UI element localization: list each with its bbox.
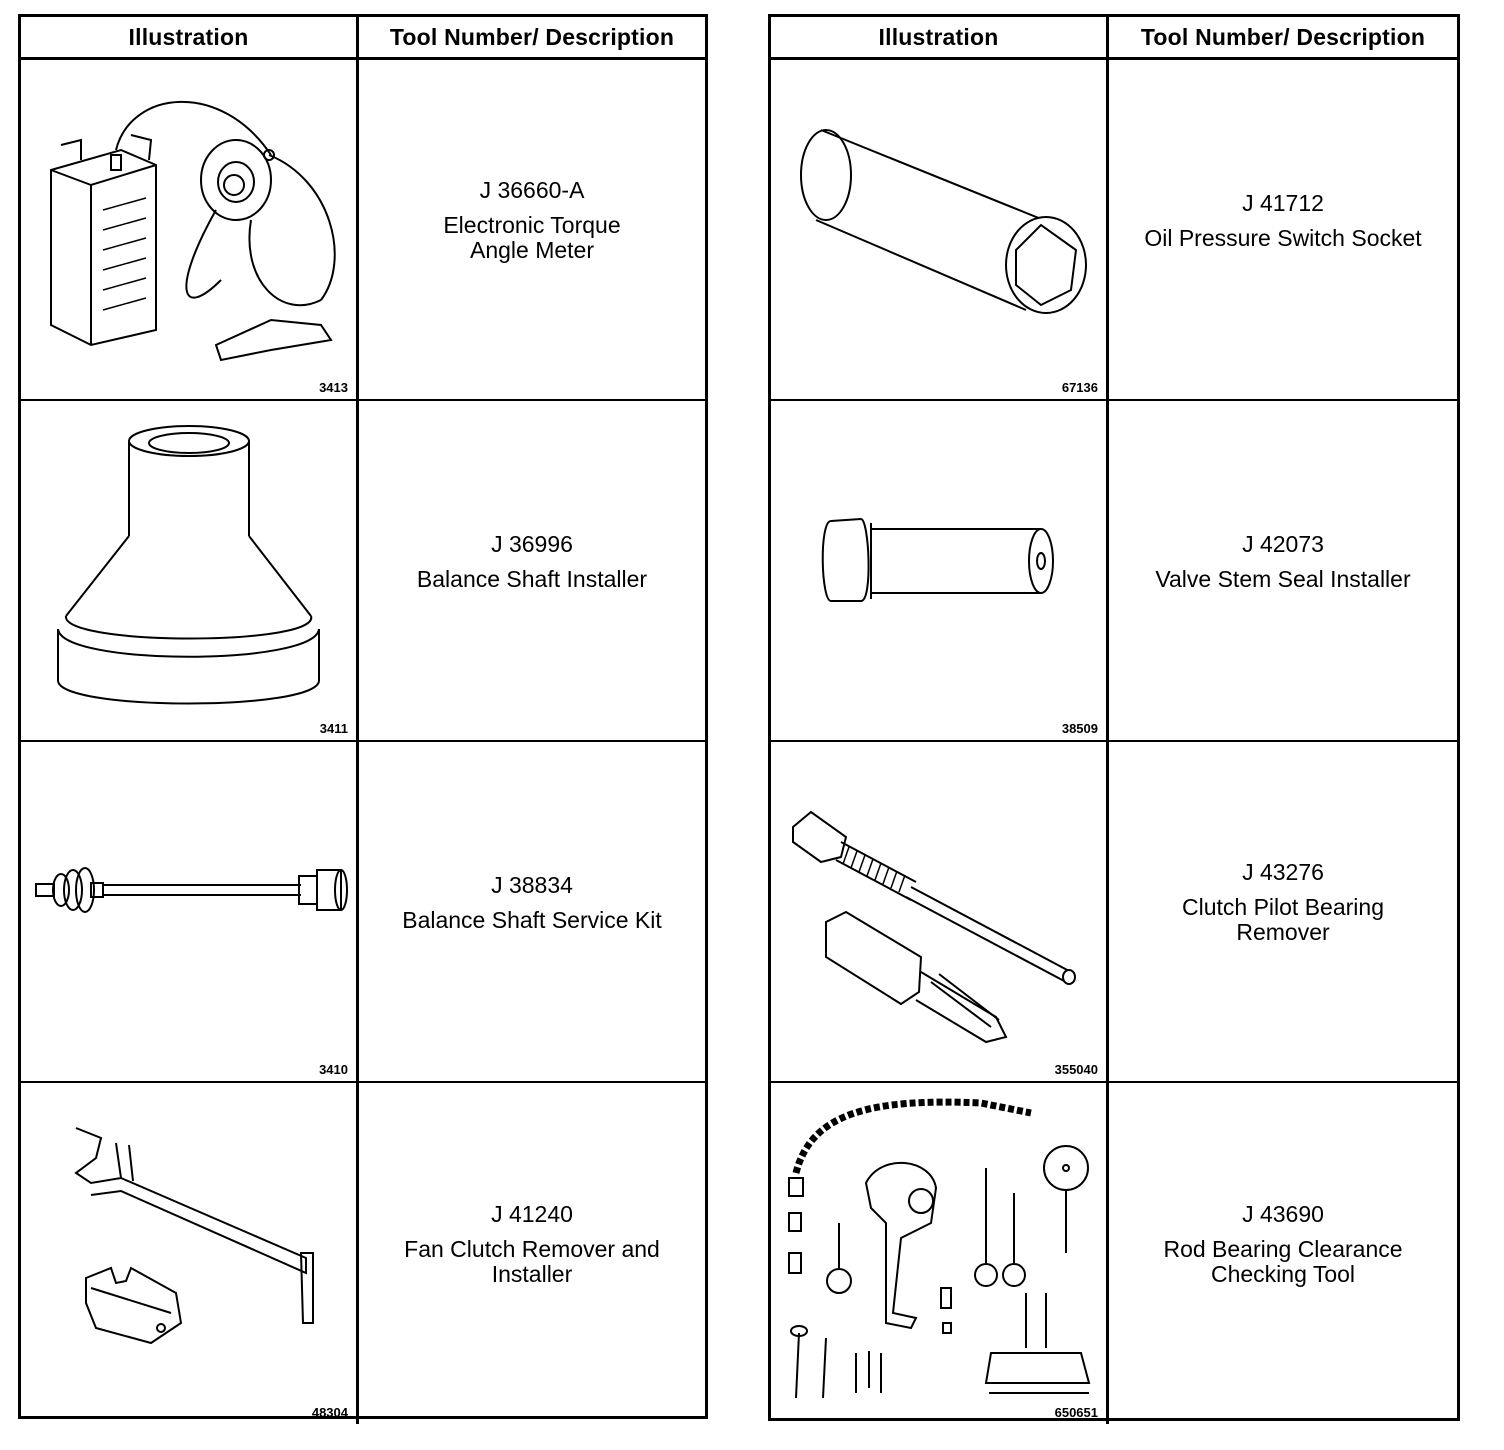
- table-header: Illustration Tool Number/ Description: [21, 17, 705, 60]
- table-row: 38509 J 42073 Valve Stem Seal Installer: [771, 401, 1457, 742]
- illustration-column-header: Illustration: [771, 17, 1109, 57]
- tool-description: Balance Shaft Installer: [416, 565, 648, 592]
- tool-number: J 42073: [1242, 530, 1324, 557]
- tool-number: J 43690: [1242, 1201, 1324, 1227]
- illustration-cell: 650651: [771, 1083, 1109, 1424]
- description-cell: J 43690 Rod Bearing Clearance Checking T…: [1109, 1083, 1457, 1424]
- tool-description: Oil Pressure Switch Socket: [1144, 224, 1422, 251]
- tool-description: Balance Shaft Service Kit: [402, 906, 662, 933]
- special-tools-table-left: Illustration Tool Number/ Description: [18, 14, 708, 1424]
- figure-number: 650651: [1054, 1405, 1098, 1420]
- tool-description: Valve Stem Seal Installer: [1155, 565, 1411, 592]
- figure-number: 38509: [1061, 721, 1098, 736]
- table-header: Illustration Tool Number/ Description: [771, 17, 1457, 60]
- clutch-pilot-bearing-remover-illustration: [771, 742, 1106, 1081]
- rod-bearing-clearance-tool-illustration: [771, 1083, 1106, 1422]
- description-column-header: Tool Number/ Description: [1140, 23, 1426, 50]
- description-cell: J 36996 Balance Shaft Installer: [359, 401, 705, 740]
- tool-description: Fan Clutch Remover and Installer: [404, 1236, 660, 1287]
- tool-number: J 41712: [1242, 189, 1324, 216]
- balance-shaft-installer-illustration: [21, 401, 356, 740]
- illustration-column-header: Illustration: [21, 17, 359, 57]
- table-row: 355040 J 43276 Clutch Pilot Bearing Remo…: [771, 742, 1457, 1083]
- tool-description: Rod Bearing Clearance Checking Tool: [1163, 1236, 1403, 1287]
- fan-clutch-remover-illustration: [21, 1083, 356, 1422]
- illustration-cell: 355040: [771, 742, 1109, 1081]
- description-cell: J 42073 Valve Stem Seal Installer: [1109, 401, 1457, 740]
- description-cell: J 36660-A Electronic Torque Angle Meter: [359, 60, 705, 399]
- tool-number: J 36996: [491, 530, 573, 557]
- table-row: 67136 J 41712 Oil Pressure Switch Socket: [771, 60, 1457, 401]
- table-row: 650651 J 43690 Rod Bearing Clearance Che…: [771, 1083, 1457, 1424]
- tool-number: J 41240: [491, 1201, 573, 1227]
- figure-number: 3410: [319, 1062, 348, 1077]
- table-row: 3411 J 36996 Balance Shaft Installer: [21, 401, 705, 742]
- table-row: 3410 J 38834 Balance Shaft Service Kit: [21, 742, 705, 1083]
- special-tools-table-right: Illustration Tool Number/ Description 67…: [768, 14, 1460, 1424]
- table-row: 48304 J 41240 Fan Clutch Remover and Ins…: [21, 1083, 705, 1424]
- oil-pressure-switch-socket-illustration: [771, 60, 1106, 399]
- balance-shaft-service-kit-illustration: [21, 742, 356, 1081]
- illustration-cell: 3410: [21, 742, 359, 1081]
- figure-number: 3413: [319, 380, 348, 395]
- figure-number: 355040: [1054, 1062, 1098, 1077]
- figure-number: 3411: [319, 721, 348, 736]
- description-cell: J 43276 Clutch Pilot Bearing Remover: [1109, 742, 1457, 1081]
- description-cell: J 41712 Oil Pressure Switch Socket: [1109, 60, 1457, 399]
- illustration-cell: 3411: [21, 401, 359, 740]
- figure-number: 67136: [1061, 380, 1098, 395]
- description-column-header: Tool Number/ Description: [389, 23, 675, 50]
- description-cell: J 41240 Fan Clutch Remover and Installer: [359, 1083, 705, 1424]
- illustration-cell: 67136: [771, 60, 1109, 399]
- illustration-cell: 38509: [771, 401, 1109, 740]
- description-cell: J 38834 Balance Shaft Service Kit: [359, 742, 705, 1081]
- valve-stem-seal-installer-illustration: [771, 401, 1106, 740]
- tool-number: J 38834: [491, 871, 573, 898]
- tool-description: Clutch Pilot Bearing Remover: [1182, 894, 1384, 945]
- tool-number: J 43276: [1242, 859, 1324, 885]
- illustration-cell: 48304: [21, 1083, 359, 1424]
- tool-description: Electronic Torque Angle Meter: [443, 212, 621, 263]
- torque-angle-meter-illustration: [21, 60, 356, 399]
- table-row: 3413 J 36660-A Electronic Torque Angle M…: [21, 60, 705, 401]
- figure-number: 48304: [311, 1405, 348, 1420]
- illustration-cell: 3413: [21, 60, 359, 399]
- tool-number: J 36660-A: [479, 177, 585, 203]
